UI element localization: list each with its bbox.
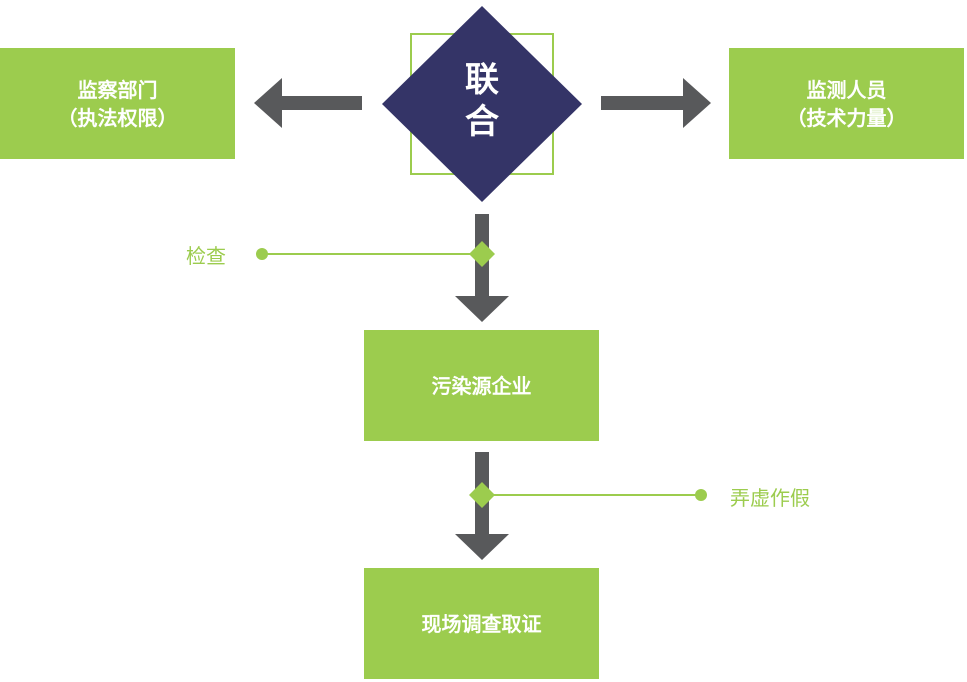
center-label-line2: 合	[465, 102, 499, 142]
arrow-to-right-box	[601, 78, 711, 128]
pollution-enterprise-box: 污染源企业	[364, 330, 599, 441]
center-label-line1: 联	[465, 60, 499, 100]
field-investigation-label: 现场调查取证	[421, 611, 542, 636]
monitoring-staff-subtitle: （技术力量）	[786, 105, 907, 130]
monitoring-staff-title: 监测人员	[806, 77, 887, 102]
inspect-label: 检查	[186, 244, 226, 268]
supervision-dept-title: 监察部门	[77, 77, 158, 102]
supervision-dept-subtitle: （执法权限）	[57, 105, 178, 130]
center-diamond	[382, 6, 582, 202]
pollution-enterprise-label: 污染源企业	[431, 373, 532, 398]
fraud-connector	[469, 482, 707, 508]
field-investigation-box: 现场调查取证	[364, 568, 599, 679]
inspect-connector	[256, 241, 495, 267]
monitoring-staff-box: 监测人员 （技术力量）	[729, 48, 964, 159]
center-label: 联 合	[442, 59, 522, 143]
arrow-to-left-box	[254, 78, 362, 128]
fraud-label: 弄虚作假	[730, 486, 810, 510]
supervision-dept-box: 监察部门 （执法权限）	[0, 48, 235, 159]
arrow-down-to-enterprise	[455, 214, 509, 322]
